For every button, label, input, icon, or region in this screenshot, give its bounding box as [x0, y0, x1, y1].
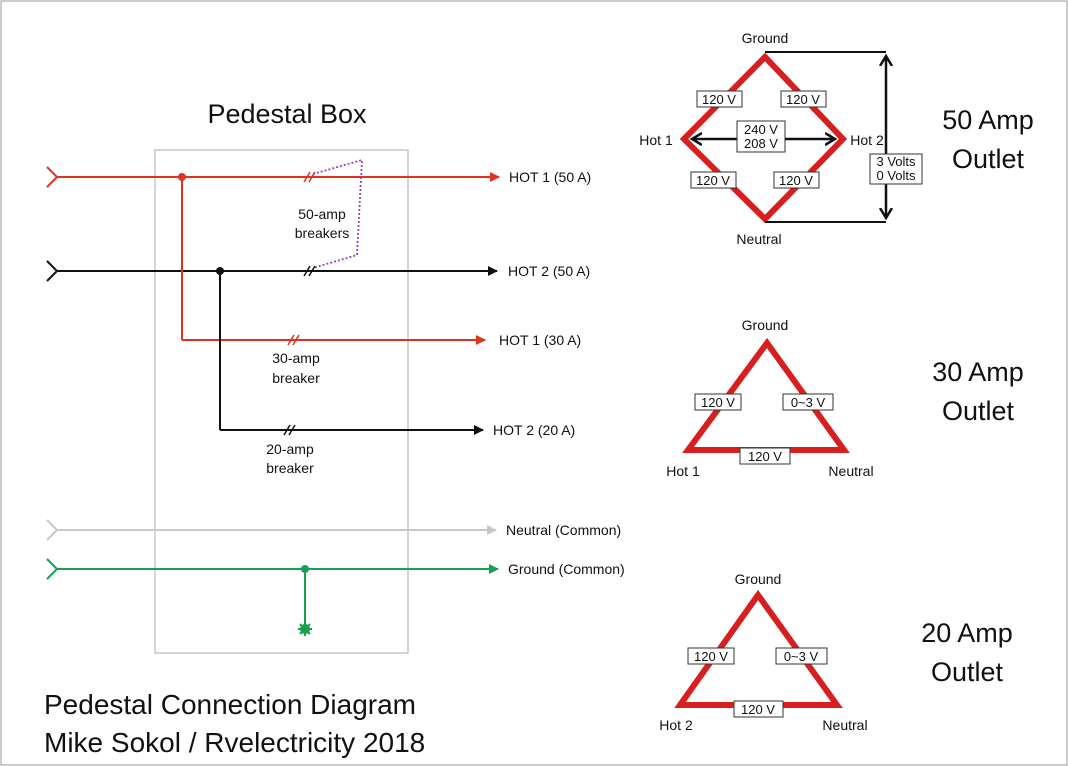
outlet-50-title-1: 50 Amp [942, 105, 1034, 135]
outlet-20-hot-label: Hot 2 [659, 717, 693, 733]
breaker-50-label-1: 50-amp [298, 206, 346, 222]
outlet-50-v-gn-1: 3 Volts [876, 154, 916, 169]
outlet-20-v-right: 0~3 V [784, 649, 819, 664]
breaker-50-link [312, 158, 363, 269]
outlet-20-v-bottom: 120 V [741, 702, 775, 717]
hot2-20a-label: HOT 2 (20 A) [493, 422, 575, 438]
footer-credit: Mike Sokol / Rvelectricity 2018 [44, 727, 425, 758]
outlet-20-title-2: Outlet [931, 657, 1004, 687]
outlet-50-v-hot-hot-1: 240 V [744, 122, 778, 137]
neutral-label: Neutral (Common) [506, 522, 621, 538]
outlet-20-neutral-label: Neutral [822, 717, 867, 733]
outlet-30-title-1: 30 Amp [932, 357, 1024, 387]
breaker-20-label-1: 20-amp [266, 441, 314, 457]
hot2-20a-line [216, 267, 484, 436]
pedestal-box-title: Pedestal Box [207, 99, 367, 129]
outlet-30-neutral-label: Neutral [828, 463, 873, 479]
outlet-50-diagram [679, 51, 886, 224]
outlet-30-title-2: Outlet [942, 396, 1015, 426]
hot2-50a-label: HOT 2 (50 A) [508, 263, 590, 279]
breaker-30-label-1: 30-amp [272, 350, 320, 366]
hot1-50a-label: HOT 1 (50 A) [509, 169, 591, 185]
outlet-30-hot-label: Hot 1 [666, 463, 700, 479]
outlet-20-ground-label: Ground [735, 571, 782, 587]
hot1-30a-label: HOT 1 (30 A) [499, 332, 581, 348]
outlet-30-v-right: 0~3 V [791, 395, 826, 410]
breaker-50-label-2: breakers [295, 225, 349, 241]
pedestal-box [154, 149, 409, 654]
outlet-50-v-top-left: 120 V [702, 92, 736, 107]
outlet-50-title-2: Outlet [952, 144, 1025, 174]
outlet-30-ground-label: Ground [742, 317, 789, 333]
outlet-20-title-1: 20 Amp [921, 618, 1013, 648]
footer-title: Pedestal Connection Diagram [44, 689, 416, 720]
outlet-50-v-hot-hot-2: 208 V [744, 136, 778, 151]
outlet-50-v-bottom-right: 120 V [779, 173, 813, 188]
hot2-50a-line [46, 260, 498, 282]
hot1-30a-line [178, 173, 486, 346]
ground-label: Ground (Common) [508, 561, 625, 577]
hot1-50a-line [46, 166, 500, 188]
outlet-50-ground-label: Ground [742, 30, 789, 46]
neutral-line [46, 519, 497, 541]
outlet-50-v-gn-2: 0 Volts [876, 168, 916, 183]
breaker-30-label-2: breaker [272, 370, 320, 386]
outlet-50-hot2-label: Hot 2 [850, 132, 884, 148]
outlet-20-v-left: 120 V [694, 649, 728, 664]
outlet-50-neutral-label: Neutral [736, 231, 781, 247]
outlet-50-hot1-label: Hot 1 [639, 132, 673, 148]
outlet-50-v-top-right: 120 V [786, 92, 820, 107]
ground-rod-icon [298, 622, 312, 636]
outlet-50-v-bottom-left: 120 V [696, 173, 730, 188]
breaker-20-label-2: breaker [266, 460, 314, 476]
ground-line [46, 558, 499, 629]
outlet-30-v-bottom: 120 V [748, 449, 782, 464]
outlet-30-v-left: 120 V [701, 395, 735, 410]
